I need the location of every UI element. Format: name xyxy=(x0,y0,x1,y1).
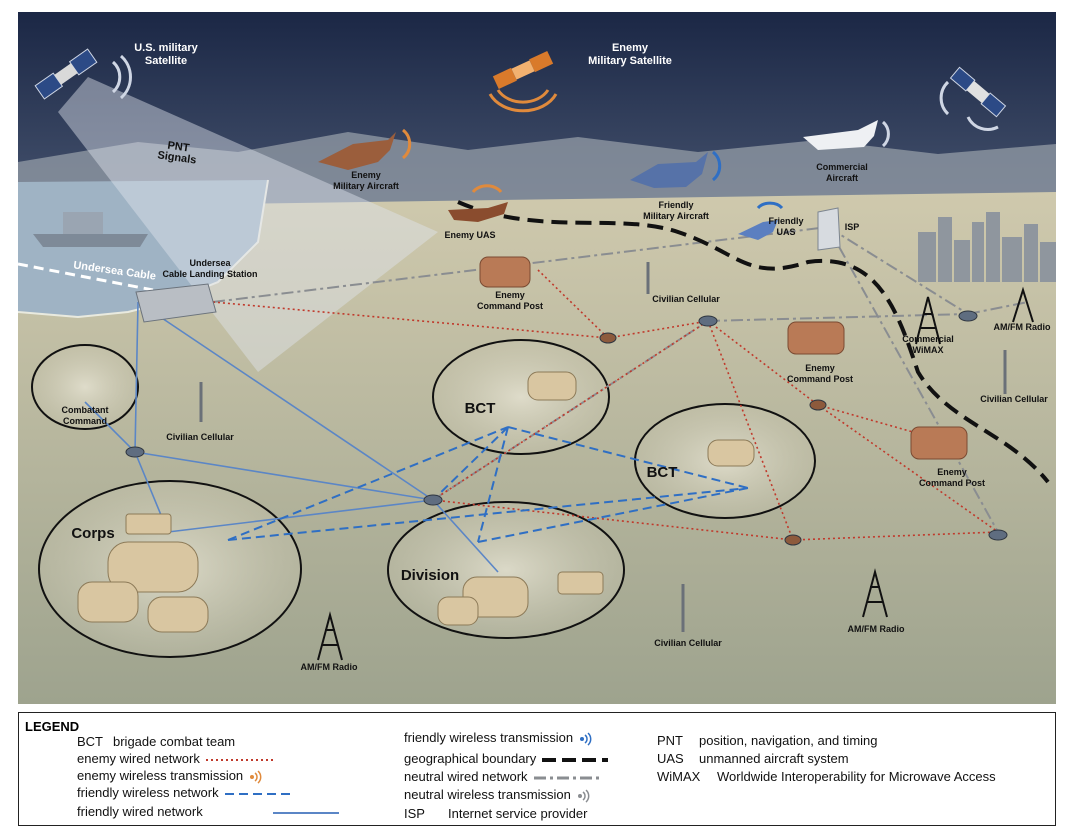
label-civ-cell-1: Civilian Cellular xyxy=(652,294,720,304)
pnt-signal-cone xyxy=(58,77,438,372)
legend-text: geographical boundary xyxy=(404,751,537,766)
label-bct-2: BCT xyxy=(646,464,678,481)
aircraft-signal-arcs xyxy=(401,120,890,210)
legend-bct: BCT brigade combat team xyxy=(77,734,235,750)
neutral-wired-swatch xyxy=(533,776,600,780)
enemy-wired-swatch xyxy=(205,758,276,761)
friendly-aircraft-icon xyxy=(630,152,708,188)
legend-boundary: geographical boundary xyxy=(404,751,609,767)
label-civ-cell-2: Civilian Cellular xyxy=(166,432,234,442)
label-amfm-1: AM/FM Radio xyxy=(993,322,1051,332)
legend-enemy-wired: enemy wired network xyxy=(77,751,276,767)
legend-neutral-wired: neutral wired network xyxy=(404,769,600,785)
label-corps: Corps xyxy=(71,525,115,542)
label-civ-cell-4: Civilian Cellular xyxy=(980,394,1048,404)
legend-enemy-wireless: enemy wireless transmission xyxy=(77,768,263,784)
legend-text: brigade combat team xyxy=(113,734,236,749)
legend-abbr: UAS xyxy=(657,751,684,766)
scene-canvas xyxy=(18,12,1056,704)
friendly-camps xyxy=(77,371,755,633)
us-satellite-icon xyxy=(34,48,98,100)
mountains xyxy=(18,132,1056,212)
boundary-swatch xyxy=(542,757,609,762)
naval-ship-superstructure xyxy=(63,212,103,234)
legend-abbr: BCT xyxy=(77,734,103,749)
city-skyline xyxy=(918,212,1056,282)
label-isp: ISP xyxy=(844,222,860,232)
legend-abbr: PNT xyxy=(657,733,683,748)
bct-area-1 xyxy=(432,339,610,455)
legend: LEGEND BCT brigade combat team enemy wire… xyxy=(18,712,1056,826)
radio-towers xyxy=(317,286,1034,661)
legend-text: neutral wired network xyxy=(404,769,528,784)
legend-abbr: ISP xyxy=(404,806,425,821)
friendly-tx-icon xyxy=(580,732,592,746)
friendly-wireless-network xyxy=(227,426,749,543)
legend-pnt: PNT position, navigation, and timing xyxy=(657,733,878,749)
friendly-uas-icon xyxy=(738,220,778,240)
enemy-wireless-icon xyxy=(250,770,262,784)
legend-wimax: WiMAX Worldwide Interoperability for Micr… xyxy=(657,769,996,785)
satellite-signal-arcs xyxy=(111,54,999,131)
legend-text: position, navigation, and timing xyxy=(699,733,878,748)
enemy-uas-icon xyxy=(448,202,508,222)
friendly-satellite-icon xyxy=(949,66,1007,118)
legend-friendly-wired: friendly wired network xyxy=(77,804,339,820)
undersea-cable xyxy=(18,262,154,292)
legend-abbr: WiMAX xyxy=(657,769,701,784)
naval-ship-icon xyxy=(33,234,148,247)
cable-landing-station-icon xyxy=(135,283,217,323)
cellular-towers xyxy=(199,262,1007,632)
combatant-command-area xyxy=(31,344,139,430)
neutral-tx-icon xyxy=(577,789,590,803)
enemy-command-posts xyxy=(479,256,968,460)
legend-uas: UAS unmanned aircraft system xyxy=(657,751,849,767)
legend-isp: ISP Internet service provider xyxy=(404,806,587,822)
isp-building-icon xyxy=(817,207,841,251)
legend-text: unmanned aircraft system xyxy=(699,751,849,766)
friendly-wireless-swatch xyxy=(224,792,291,795)
legend-text: Worldwide Interoperability for Microwave… xyxy=(717,769,996,784)
legend-text: friendly wireless network xyxy=(77,785,219,800)
legend-title: LEGEND xyxy=(25,719,80,734)
enemy-aircraft-icon xyxy=(318,132,396,170)
legend-friendly-tx: friendly wireless transmission xyxy=(404,730,593,746)
network-nodes xyxy=(125,310,1008,546)
legend-text: enemy wireless transmission xyxy=(77,768,244,783)
label-bct-1: BCT xyxy=(464,400,496,417)
label-division: Division xyxy=(400,567,460,584)
legend-text: Internet service provider xyxy=(448,806,588,821)
label-civ-cell-3: Civilian Cellular xyxy=(654,638,722,648)
enemy-wired-network xyxy=(212,269,999,541)
legend-neutral-tx: neutral wireless transmission xyxy=(404,787,591,803)
friendly-wired-swatch xyxy=(272,811,339,814)
legend-text: friendly wired network xyxy=(77,804,203,819)
enemy-satellite-icon xyxy=(492,50,554,90)
friendly-wired-network xyxy=(84,301,499,573)
geographical-boundary xyxy=(457,200,1050,484)
legend-text: neutral wireless transmission xyxy=(404,787,571,802)
label-enemy-uas: Enemy UAS xyxy=(444,230,496,240)
legend-text: friendly wireless transmission xyxy=(404,730,574,745)
commercial-aircraft-icon xyxy=(803,120,878,150)
label-amfm-3: AM/FM Radio xyxy=(300,662,358,672)
legend-friendly-wireless: friendly wireless network xyxy=(77,785,291,801)
legend-text: enemy wired network xyxy=(77,751,200,766)
label-amfm-2: AM/FM Radio xyxy=(847,624,905,634)
